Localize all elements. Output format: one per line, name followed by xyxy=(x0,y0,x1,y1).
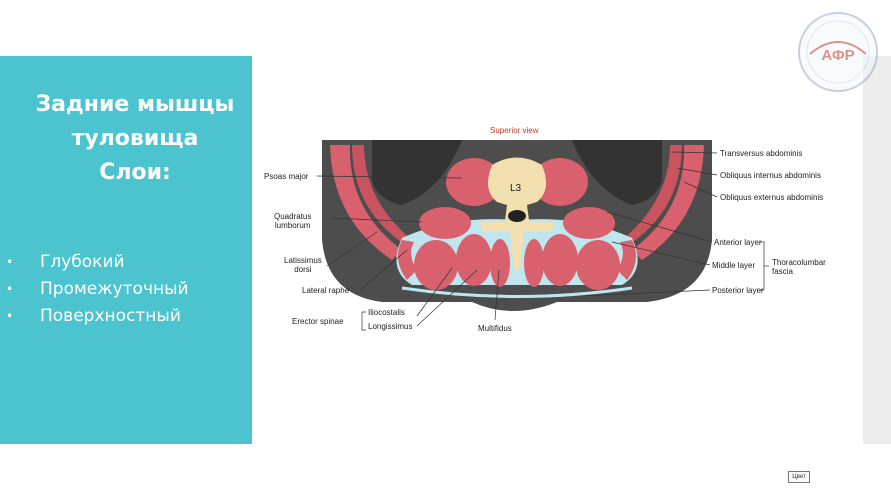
layer-label: Промежуточный xyxy=(40,278,189,299)
anatomy-diagram: Superior view L3 Psoas major Quadratus l… xyxy=(252,120,852,350)
fascia-line-2: fascia xyxy=(772,267,793,276)
psoas-label: Psoas major xyxy=(264,172,309,181)
slide-title: Задние мышцы туловища Слои: xyxy=(20,88,250,190)
title-line-2: туловища xyxy=(71,126,199,151)
layer-label: Глубокий xyxy=(40,251,125,272)
posterior-layer-label: Posterior layer xyxy=(712,286,764,295)
thoracolumbar-fascia-label: Thoracolumbar fascia xyxy=(772,258,826,276)
layer-label: Поверхностный xyxy=(40,305,181,326)
logo-icon: АФР xyxy=(798,12,878,92)
erector-spinae-label: Erector spinae xyxy=(292,317,344,326)
multifidus-label: Multifidus xyxy=(478,324,512,333)
bullet-icon: • xyxy=(6,308,14,323)
latissimus-label: Latissimus dorsi xyxy=(284,256,322,274)
logo-text: АФР xyxy=(821,47,854,64)
iliocostalis-label: Iliocostalis xyxy=(368,308,405,317)
list-item: • Поверхностный xyxy=(6,302,189,329)
obliquus-externus-label: Obliquus externus abdominis xyxy=(720,193,824,202)
longissimus-label: Longissimus xyxy=(368,322,413,331)
bullet-icon: • xyxy=(6,254,14,269)
lateral-raphe-label: Lateral raphe xyxy=(302,286,350,295)
color-button[interactable]: Цвет xyxy=(788,471,810,483)
layers-list: • Глубокий • Промежуточный • Поверхностный xyxy=(6,248,189,329)
quadratus-label: Quadratus lumborum xyxy=(274,212,311,230)
quadratus-line-1: Quadratus xyxy=(274,212,312,221)
anterior-layer-label: Anterior layer xyxy=(714,238,762,247)
vertebra-label: L3 xyxy=(510,183,522,194)
cross-section-figure xyxy=(316,140,769,331)
quadratus-line-2: lumborum xyxy=(274,221,311,230)
slide-panel xyxy=(0,56,252,444)
scrollbar[interactable] xyxy=(863,56,891,444)
transversus-label: Transversus abdominis xyxy=(720,149,803,158)
latissimus-line-1: Latissimus xyxy=(284,256,322,265)
fascia-line-1: Thoracolumbar xyxy=(772,258,826,267)
title-line-3: Слои: xyxy=(99,160,171,185)
title-line-1: Задние мышцы xyxy=(35,92,235,117)
list-item: • Промежуточный xyxy=(6,275,189,302)
superior-view-label: Superior view xyxy=(490,126,539,135)
latissimus-line-2: dorsi xyxy=(294,265,312,274)
obliquus-internus-label: Obliquus internus abdominis xyxy=(720,171,821,180)
list-item: • Глубокий xyxy=(6,248,189,275)
bullet-icon: • xyxy=(6,281,14,296)
middle-layer-label: Middle layer xyxy=(712,261,756,270)
